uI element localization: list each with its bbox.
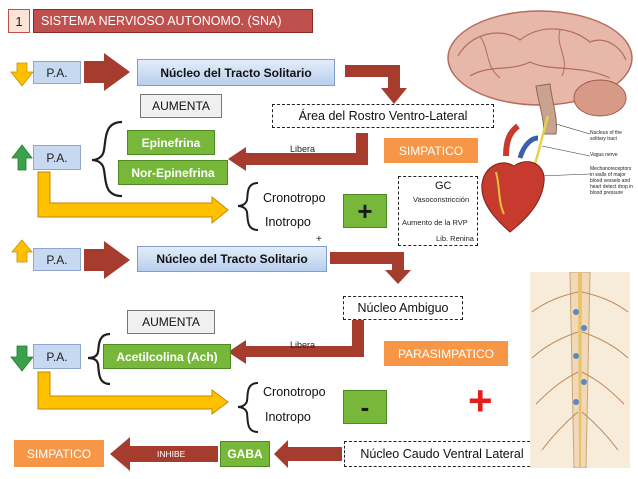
green-up-arrow-1 <box>11 144 33 171</box>
arrow-pa-to-nucleus-2 <box>84 241 130 279</box>
pa-box-4: P.A. <box>33 344 81 369</box>
arrow-area-to-libera <box>228 133 368 171</box>
parasimpatico-box: PARASIMPATICO <box>384 341 508 366</box>
gc-label: GC <box>435 180 452 192</box>
spinal-cord-illustration <box>530 271 630 469</box>
pa-box-3: P.A. <box>33 248 81 271</box>
nucleus-tracto-solitario-1: Núcleo del Tracto Solitario <box>137 59 335 86</box>
libera-label-2: Libera <box>290 340 316 350</box>
norepinefrina-box: Nor-Epinefrina <box>118 160 228 185</box>
yellow-down-arrow-1 <box>10 62 34 87</box>
mechanoreceptor-annotation: Mechanoreceptors in walls of major blood… <box>590 166 634 196</box>
nucleus-annotation: Nucleus of the solitary tract <box>590 130 622 142</box>
brain-illustration-svg <box>447 10 633 233</box>
epinefrina-box: Epinefrina <box>127 130 215 155</box>
nucleo-ambiguo: Núcleo Ambiguo <box>343 296 463 320</box>
libera-label-1: Libera <box>290 144 316 154</box>
brace-crono-1 <box>237 182 259 231</box>
nucleo-caudo-ventral-lateral: Núcleo Caudo Ventral Lateral <box>344 441 540 467</box>
minus-sign-box: - <box>343 390 387 424</box>
spinal-cord-svg <box>530 271 630 469</box>
inhibe-label: INHIBE <box>157 449 186 459</box>
aumenta-box-2: AUMENTA <box>127 310 215 334</box>
arrow-pa-to-nucleus <box>84 53 130 91</box>
orange-arrow-pa-to-crono-1 <box>37 171 229 225</box>
nucleus-tracto-solitario-2: Núcleo del Tracto Solitario <box>137 246 327 272</box>
gc-effects-box <box>398 176 478 246</box>
cronotropo-label-1: Cronotropo <box>263 191 326 205</box>
yellow-up-arrow-2 <box>11 239 33 263</box>
brain-heart-illustration <box>440 6 636 250</box>
cronotropo-label-2: Cronotropo <box>263 385 326 399</box>
brace-acetilcolina <box>87 332 111 386</box>
area-rostro-ventro-lateral: Área del Rostro Ventro-Lateral <box>272 104 494 128</box>
red-plus-sign: + <box>468 377 493 424</box>
vasoconstriccion-label: Vasoconstricción <box>413 195 470 204</box>
simpatico-box-2: SIMPATICO <box>14 440 104 467</box>
simpatico-box-1: SIMPATICO <box>384 138 478 163</box>
arrow-caudo-to-gaba <box>274 440 342 468</box>
vagus-annotation: Vagus nerve <box>590 152 618 158</box>
aumenta-box-1: AUMENTA <box>140 94 222 118</box>
gaba-box: GABA <box>220 441 270 467</box>
arrow-ambiguo-to-libera <box>228 320 364 364</box>
plus-sign-box: + <box>343 194 387 228</box>
arrow-nucleus-to-ambiguo <box>330 252 411 284</box>
arrow-nucleus-to-area <box>345 65 407 104</box>
pa-box-1: P.A. <box>33 61 81 84</box>
lib-renina-label: Lib. Renina <box>436 234 474 243</box>
slide-number: 1 <box>8 9 30 33</box>
brace-epinefrina <box>91 120 123 198</box>
pa-box-2: P.A. <box>33 145 81 170</box>
inotropo-label-2: Inotropo <box>265 410 311 424</box>
orange-arrow-pa-to-crono-2 <box>37 371 229 415</box>
brace-crono-2 <box>237 382 259 433</box>
aumento-rvp-label: Aumento de la RVP <box>402 218 468 227</box>
inotropo-label-1: Inotropo <box>265 215 311 229</box>
page-title: SISTEMA NERVIOSO AUTONOMO. (SNA) <box>33 9 313 33</box>
arrow-inhibe <box>110 437 218 471</box>
small-plus-sign: + <box>316 234 322 245</box>
acetilcolina-box: Acetilcolina (Ach) <box>103 344 231 369</box>
green-down-arrow-2 <box>10 345 34 372</box>
